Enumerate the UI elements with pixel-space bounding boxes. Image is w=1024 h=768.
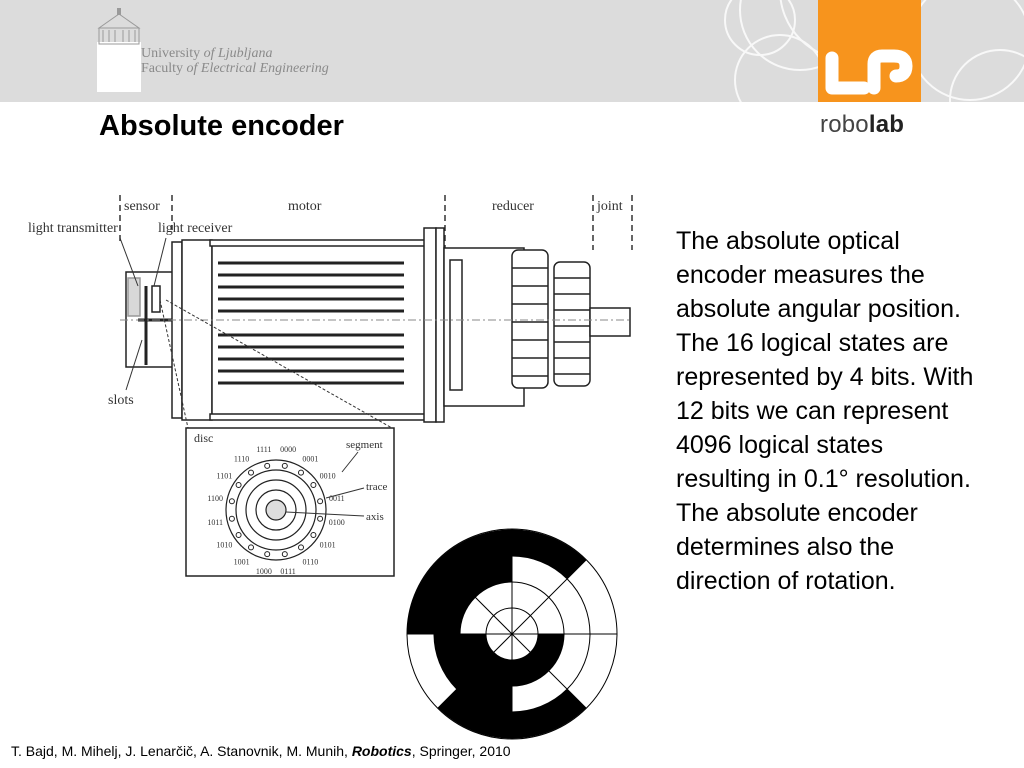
disc-slot-mark [317, 515, 324, 522]
disc-slot-mark [264, 551, 271, 558]
disc-code-label: 1110 [234, 454, 249, 463]
disc-code-label: 1001 [234, 558, 250, 567]
label-disc: disc [194, 431, 213, 445]
disc-slot-mark [310, 482, 317, 488]
disc-code-label: 0110 [303, 558, 319, 567]
label-trace: trace [366, 481, 387, 493]
disc-code-label: 1101 [217, 472, 233, 481]
disc-code-label: 1010 [216, 540, 232, 549]
university-name: University of Ljubljana Faculty of Elect… [141, 46, 329, 76]
disc-slot-mark [228, 515, 235, 522]
label-joint: joint [596, 199, 623, 214]
slide-body-text: The absolute optical encoder measures th… [676, 227, 974, 595]
label-light-receiver: light receiver [158, 221, 233, 236]
label-slots: slots [108, 393, 134, 408]
disc-slot-mark [235, 532, 242, 538]
disc-slot-mark [248, 544, 254, 551]
label-light-transmitter: light transmitter [28, 221, 118, 236]
disc-code-label: 1100 [207, 494, 223, 503]
disc-code-label: 1011 [207, 518, 223, 527]
disc-code-label: 0111 [280, 567, 295, 576]
label-segment: segment [346, 439, 383, 451]
label-reducer: reducer [492, 199, 534, 214]
label-motor: motor [288, 199, 322, 214]
disc-code-label: 0010 [320, 472, 336, 481]
disc-code-label: 0011 [329, 494, 345, 503]
university-building-icon [97, 8, 141, 92]
disc-code-label: 1111 [256, 445, 271, 454]
encoder-motor-diagram: sensor motor reducer joint light transmi… [28, 195, 633, 577]
robolab-logo: robolab [820, 111, 905, 138]
disc-slot-mark [298, 544, 304, 551]
label-axis: axis [366, 511, 384, 523]
disc-code-label: 0101 [320, 540, 336, 549]
citation: T. Bajd, M. Mihelj, J. Lenarčič, A. Stan… [11, 743, 511, 759]
disc-slot-mark [281, 462, 288, 469]
disc-slot-mark [248, 469, 254, 476]
lr-logo-icon [818, 0, 921, 102]
disc-code-label: 1000 [256, 567, 272, 576]
disc-slot-mark [317, 498, 324, 505]
disc-detail [225, 459, 327, 561]
disc-code-label: 0000 [280, 445, 296, 454]
disc-slot-mark [228, 498, 235, 505]
disc-slot-mark [235, 482, 242, 488]
disc-slot-mark [281, 551, 288, 558]
disc-code-label: 0100 [329, 518, 345, 527]
disc-slot-mark [310, 532, 317, 538]
disc-slot-mark [298, 469, 304, 476]
disc-slot-mark [264, 462, 271, 469]
label-sensor: sensor [124, 199, 160, 214]
absolute-encoder-disc [406, 528, 618, 740]
slide-title: Absolute encoder [99, 110, 344, 142]
disc-code-label: 0001 [302, 454, 318, 463]
header-bar: University of Ljubljana Faculty of Elect… [0, 0, 1024, 102]
